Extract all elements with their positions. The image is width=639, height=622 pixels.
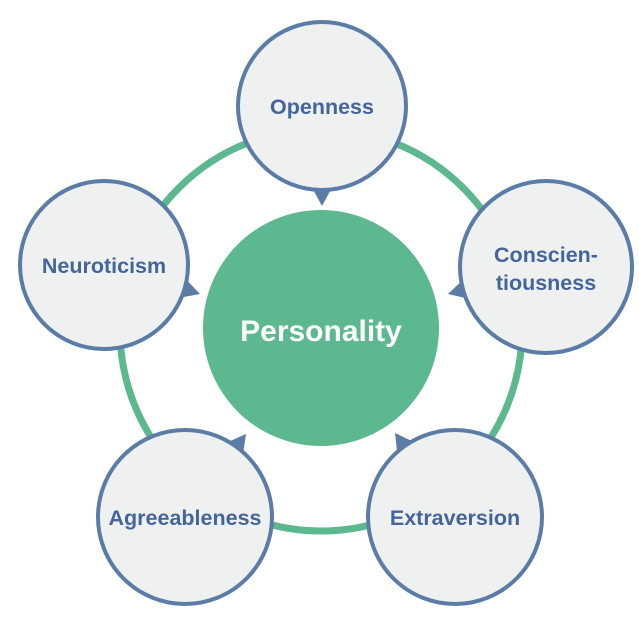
node-extraversion: Extraversion	[366, 428, 544, 606]
openness-label: Openness	[270, 95, 374, 119]
center-circle	[203, 210, 439, 446]
neuroticism-label: Neuroticism	[42, 254, 166, 278]
conscientiousness-circle	[458, 179, 634, 355]
center-node: Personality	[203, 210, 439, 446]
center-label: Personality	[240, 315, 402, 348]
conscientiousness-label-line1: Conscien-	[494, 243, 598, 267]
agreeableness-circle	[96, 428, 274, 606]
extraversion-label: Extraversion	[390, 506, 520, 530]
node-openness: Openness	[236, 20, 408, 206]
node-conscientiousness: Conscien- tiousness	[448, 179, 634, 355]
node-neuroticism: Neuroticism	[18, 179, 200, 351]
extraversion-circle	[366, 428, 544, 606]
agreeableness-label: Agreeableness	[109, 506, 262, 530]
openness-circle	[236, 20, 408, 192]
neuroticism-circle	[18, 179, 190, 351]
conscientiousness-label-line2: tiousness	[496, 271, 596, 295]
node-agreeableness: Agreeableness	[96, 428, 274, 606]
